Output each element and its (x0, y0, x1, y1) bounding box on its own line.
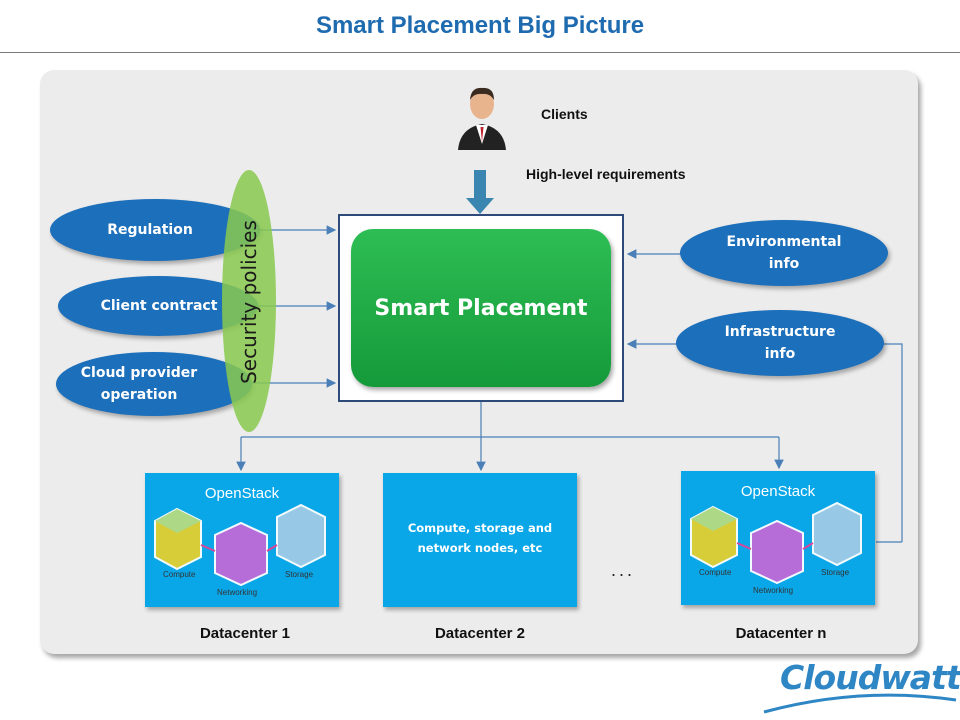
datacenter-n-box: OpenStack Compute Networking Storage (681, 471, 875, 605)
security-policies-label: Security policies (237, 220, 261, 384)
requirements-arrow-head (466, 198, 494, 214)
regulation-label: Regulation (107, 222, 193, 238)
datacenter-1-box: OpenStack Compute Networking Storage (145, 473, 339, 607)
cloud-provider-pill: Cloud provider operation (56, 352, 252, 416)
openstack-label: OpenStack (204, 485, 280, 502)
openstack-label: OpenStack (740, 483, 816, 500)
storage-label: Storage (285, 570, 314, 579)
infrastructure-info-pill: Infrastructure info (676, 310, 884, 376)
cloudwatt-logo: Cloudwatt (780, 658, 960, 697)
logo-swoosh (763, 693, 957, 714)
client-person-icon (458, 87, 506, 150)
environmental-info-pill: Environmental info (680, 220, 888, 286)
client-contract-label: Client contract (100, 298, 218, 314)
networking-label: Networking (753, 586, 793, 595)
environmental-info-label: Environmental info (726, 234, 842, 272)
datacenter-1-label: Datacenter 1 (199, 625, 291, 642)
datacenter-n-label: Datacenter n (735, 625, 827, 642)
smart-placement-box: Smart Placement (351, 229, 611, 387)
datacenter-2-text: Compute, storage and network nodes, etc (407, 521, 553, 555)
title-divider (0, 52, 960, 53)
security-policies-ellipse (222, 170, 276, 432)
requirements-label: High-level requirements (526, 166, 686, 182)
cloud-provider-label: Cloud provider operation (80, 365, 198, 403)
networking-label: Networking (217, 588, 257, 597)
page-title: Smart Placement Big Picture (315, 12, 645, 39)
infra-feedback-line (880, 343, 903, 542)
openstack-cubes-icon: Compute Networking Storage (154, 503, 326, 597)
clients-label: Clients (541, 106, 588, 122)
compute-label: Compute (699, 568, 732, 577)
storage-label: Storage (821, 568, 850, 577)
compute-label: Compute (163, 570, 196, 579)
requirements-arrow-shaft (474, 170, 486, 200)
datacenter-2-box: Compute, storage and network nodes, etc (383, 473, 577, 607)
ellipsis: ... (611, 560, 636, 580)
datacenter-2-label: Datacenter 2 (434, 625, 526, 642)
openstack-cubes-icon: Compute Networking Storage (690, 501, 862, 595)
infrastructure-info-label: Infrastructure info (724, 324, 836, 362)
